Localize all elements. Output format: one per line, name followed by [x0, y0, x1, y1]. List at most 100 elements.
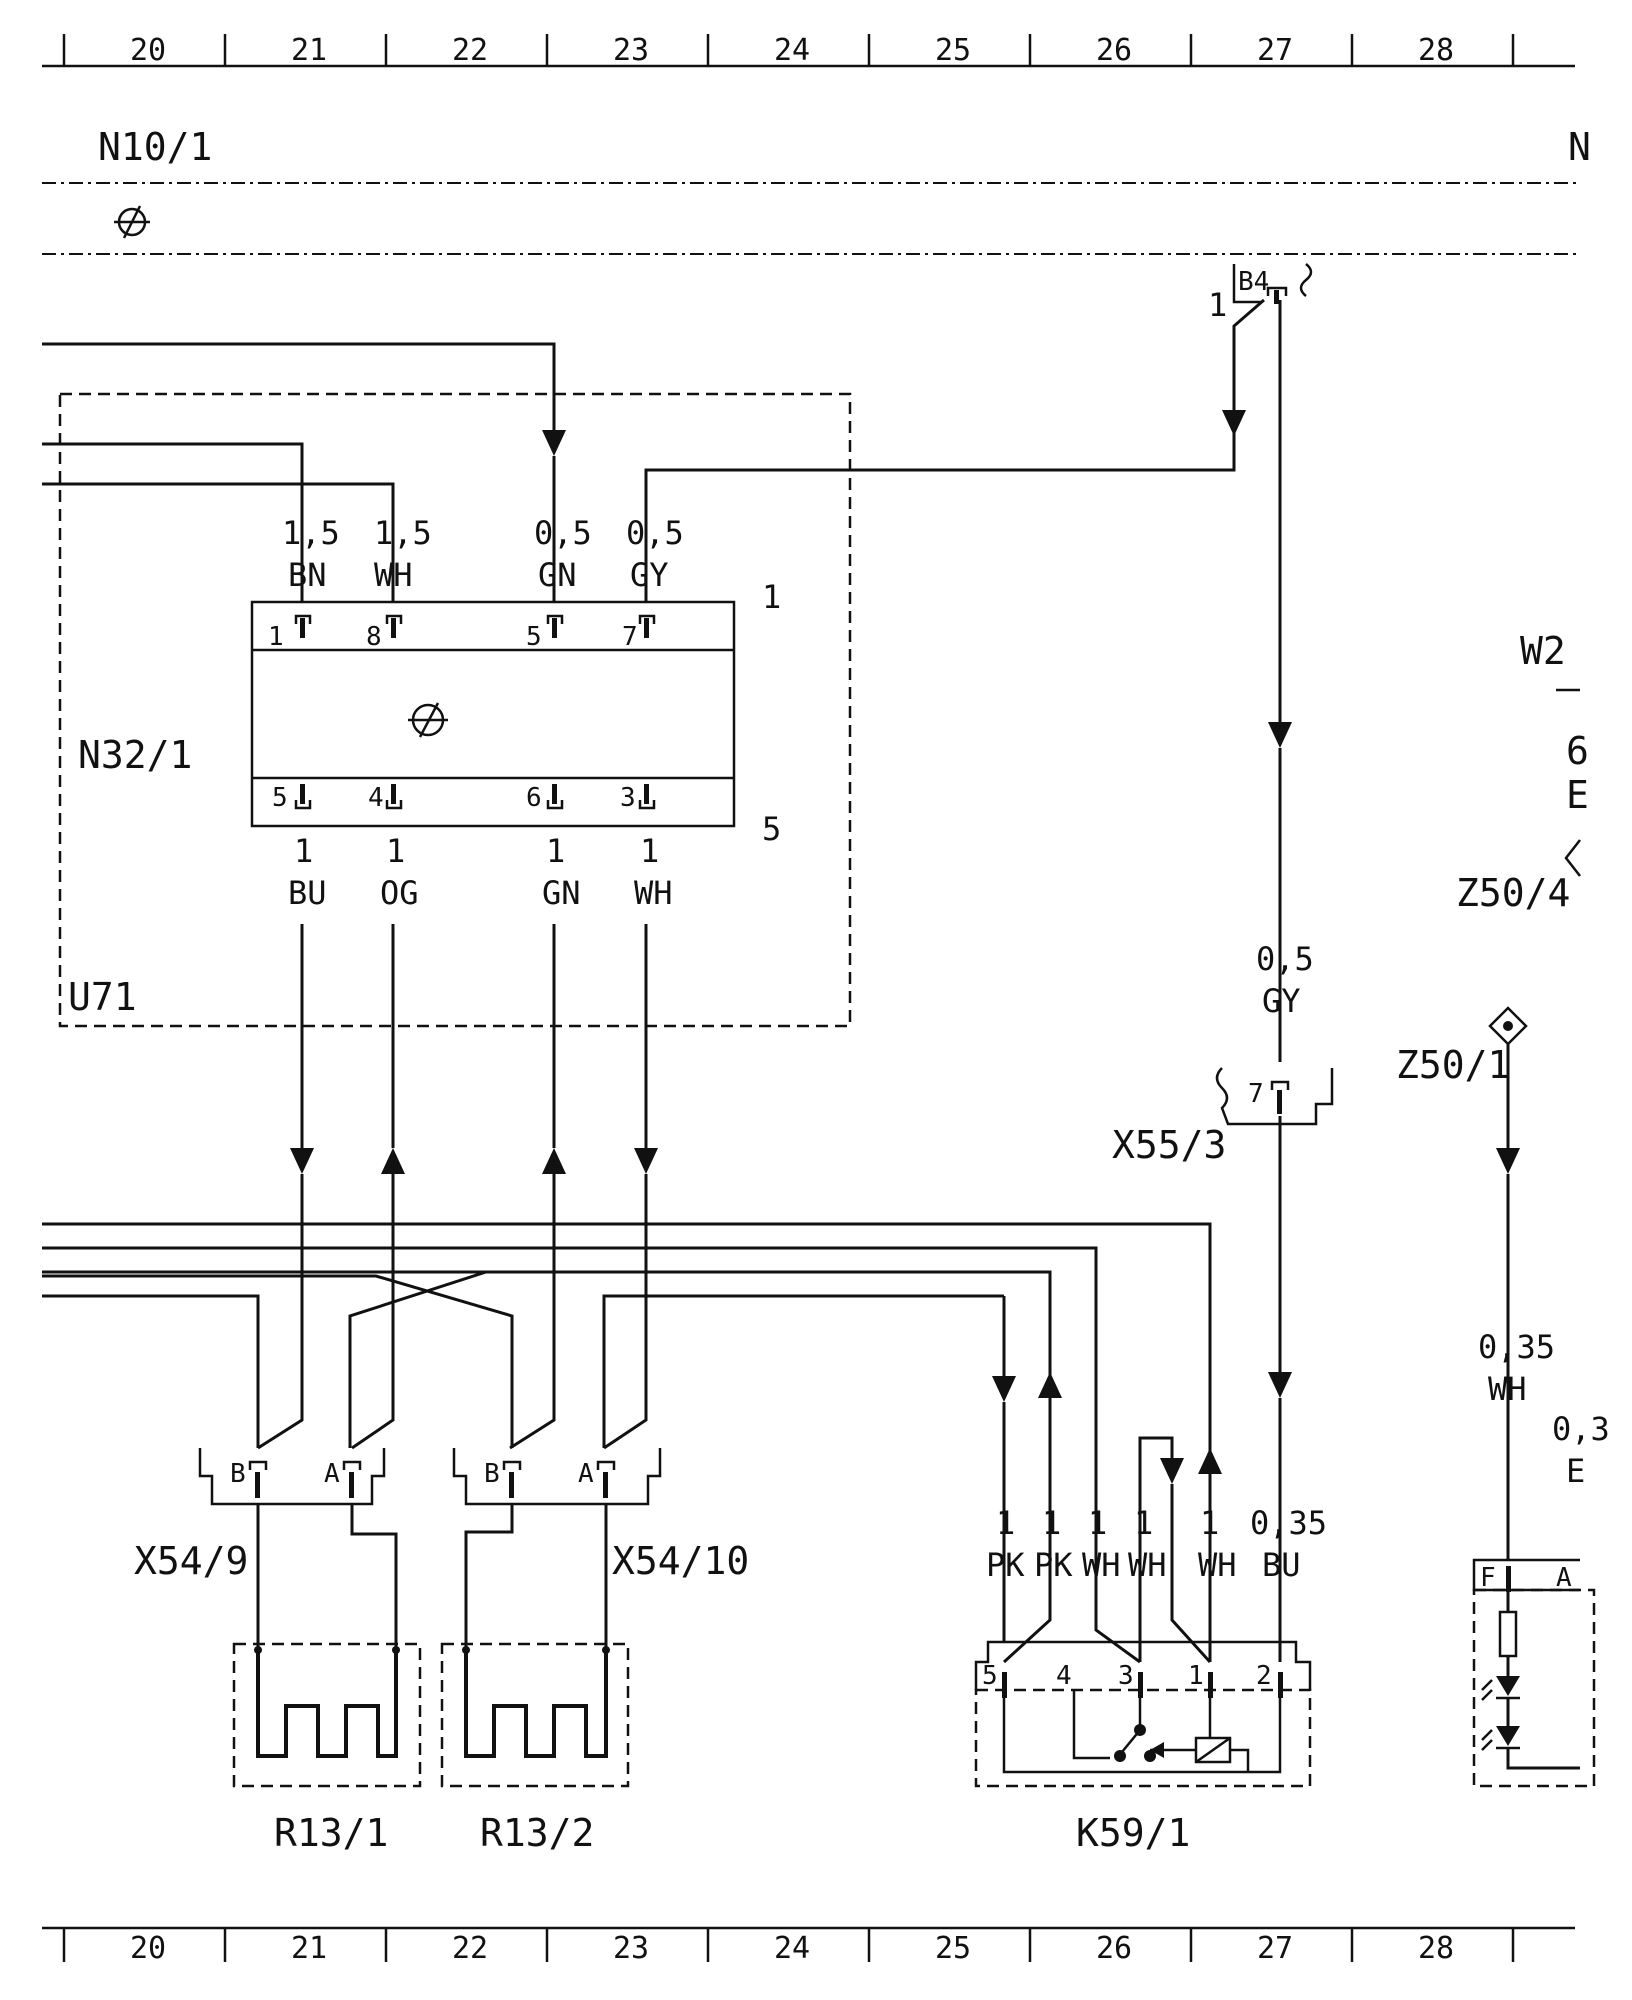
relay-k59-1: 1 PK 1 PK 1 WH 1 WH 1 WH 0,35 BU 5 4 3 1… — [974, 1436, 1327, 1855]
x54-10-pin: A — [578, 1459, 594, 1489]
component-label-partial: N — [1568, 125, 1591, 169]
right-pin: A — [1556, 1563, 1572, 1593]
k59-pin: 1 — [1188, 1661, 1204, 1691]
k59-pin: 5 — [982, 1661, 998, 1691]
grid-number: 26 — [1096, 33, 1132, 68]
x55-3-pin: 7 — [1248, 1079, 1264, 1109]
x54-9-pin: B — [230, 1459, 246, 1489]
n32-bottom-pin: 6 — [526, 783, 542, 813]
grid-number: 26 — [1096, 1931, 1132, 1966]
grid-number: 21 — [291, 1931, 327, 1966]
k59-wire-color: PK — [986, 1546, 1025, 1584]
n32-top-pin: 1 — [268, 622, 284, 652]
n32-top-pin: 7 — [622, 622, 638, 652]
diamond-node-icon — [1488, 1006, 1528, 1046]
grid-ruler-bottom: 20 21 22 23 24 25 26 27 28 — [42, 1926, 1575, 1966]
connector-b4: B4 1 — [1208, 263, 1313, 324]
component-label-r13-2: R13/2 — [480, 1811, 594, 1855]
x55-3-wiring: 0,5 GY 7 X55/3 — [1112, 300, 1334, 1490]
grid-number: 27 — [1257, 1931, 1293, 1966]
component-label-x54-10: X54/10 — [612, 1539, 749, 1583]
component-label-r13-1: R13/1 — [274, 1811, 388, 1855]
k59-wire-size: 0,35 — [1250, 1504, 1327, 1542]
wire-size: 1 — [386, 832, 405, 870]
grid-number: 27 — [1257, 33, 1293, 68]
grid-ruler-top: 20 21 22 23 24 25 26 27 28 — [42, 33, 1575, 68]
n32-bottom-pin: 4 — [368, 783, 384, 813]
grid-number: 23 — [613, 33, 649, 68]
component-label-x54-9: X54/9 — [134, 1539, 248, 1583]
grid-number: 20 — [130, 33, 166, 68]
n10-1-band: N10/1 N — [42, 125, 1591, 255]
n32-bottom-wires: 1 BU 1 OG 1 GN 1 WH — [257, 832, 673, 1450]
wire-color-partial: E — [1566, 1452, 1585, 1490]
wire-size: 1,5 — [374, 514, 432, 552]
component-label-z50-1: Z50/1 — [1396, 1043, 1510, 1087]
wire-size-partial: 0,3 — [1552, 1410, 1610, 1448]
wire-size: 1,5 — [282, 514, 340, 552]
k59-wire-size: 1 — [996, 1504, 1015, 1542]
grid-number: 24 — [774, 1931, 810, 1966]
wire-color: WH — [1488, 1370, 1527, 1408]
wire-color: WH — [634, 874, 673, 912]
grid-number: 28 — [1418, 1931, 1454, 1966]
n32-bottom-pin: 5 — [272, 783, 288, 813]
component-label-k59-1: K59/1 — [1076, 1811, 1190, 1855]
w29-color-partial: E — [1566, 773, 1589, 817]
connector-b4-pin: 1 — [1208, 286, 1227, 324]
component-label-z50-4: Z50/4 — [1456, 871, 1570, 915]
u71-box — [58, 392, 852, 1028]
k59-wire-color: WH — [1082, 1546, 1121, 1584]
k59-wire-color: WH — [1128, 1546, 1167, 1584]
grid-number: 22 — [452, 33, 488, 68]
wire-size: 0,5 — [626, 514, 684, 552]
k59-wire-color: PK — [1034, 1546, 1073, 1584]
n32-side-label-bottom: 5 — [762, 810, 781, 848]
right-pin: F — [1480, 1563, 1496, 1593]
wire-color: WH — [374, 556, 413, 594]
x54-10-pin: B — [484, 1459, 500, 1489]
grid-number: 22 — [452, 1931, 488, 1966]
wire-color: BN — [288, 556, 327, 594]
connector-x54-9: B A X54/9 — [134, 1448, 386, 1583]
k59-pin: 2 — [1256, 1661, 1272, 1691]
grid-number: 21 — [291, 33, 327, 68]
bus-wires — [42, 1222, 1222, 1498]
wire-size: 1 — [640, 832, 659, 870]
k59-wire-size: 1 — [1088, 1504, 1107, 1542]
wire-size: 1 — [294, 832, 313, 870]
pin-contacts — [294, 614, 656, 810]
wire-color: OG — [380, 874, 419, 912]
n32-top-wires: 1,5 BN 1,5 WH 0,5 GN 0,5 GY — [42, 298, 1265, 602]
component-label-x55-3: X55/3 — [1112, 1123, 1226, 1167]
k59-pin: 4 — [1056, 1661, 1072, 1691]
grid-number: 20 — [130, 1931, 166, 1966]
n32-top-pin: 8 — [366, 622, 382, 652]
connector-x54-10: B A X54/10 — [452, 1448, 749, 1583]
wire-color: GY — [630, 556, 669, 594]
component-label-u71: U71 — [68, 975, 137, 1019]
n32-side-label-top: 1 — [762, 578, 781, 616]
control-unit-icon — [114, 205, 150, 239]
wire-color: GY — [1262, 982, 1301, 1020]
wire-color: BU — [288, 874, 327, 912]
z50-area: Z50/4 W2 6 E Z50/1 0,35 WH 0,3 E F A — [1396, 629, 1610, 1788]
x54-9-pin: A — [324, 1459, 340, 1489]
grid-number: 23 — [613, 1931, 649, 1966]
n32-1-module: N32/1 1 5 1 8 5 7 5 4 6 3 — [78, 578, 781, 848]
component-label-n10-1: N10/1 — [98, 125, 212, 169]
wire-color: GN — [542, 874, 581, 912]
grid-number: 24 — [774, 33, 810, 68]
wire-size: 0,35 — [1478, 1328, 1555, 1366]
wire-color: GN — [538, 556, 577, 594]
k59-wire-size: 1 — [1134, 1504, 1153, 1542]
wire-size: 1 — [546, 832, 565, 870]
n32-bottom-pin: 3 — [620, 783, 636, 813]
k59-wire-color: WH — [1198, 1546, 1237, 1584]
w29-size-partial: 6 — [1566, 729, 1589, 773]
grid-number: 25 — [935, 1931, 971, 1966]
k59-wire-size: 1 — [1042, 1504, 1061, 1542]
wire-size: 0,5 — [534, 514, 592, 552]
component-label-n32-1: N32/1 — [78, 733, 192, 777]
